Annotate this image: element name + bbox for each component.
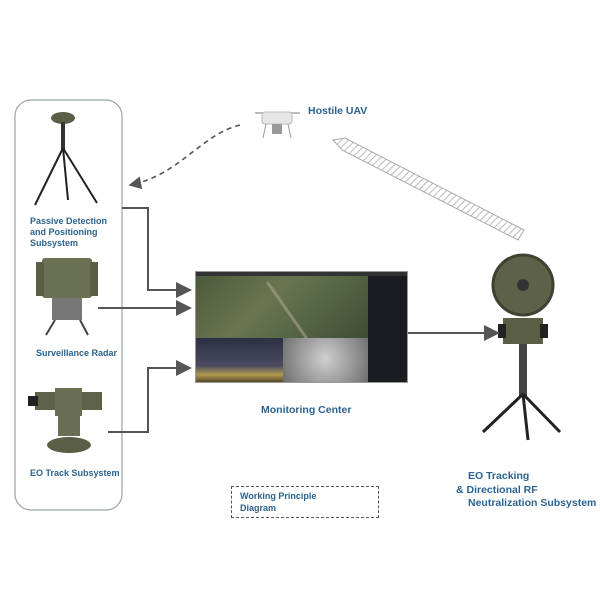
caption-line: Diagram	[240, 503, 277, 513]
eo-tracking-label-line1: EO Tracking	[468, 470, 530, 482]
label-line: Passive Detection	[30, 216, 108, 226]
arrow-eo-to-monitor	[108, 360, 192, 433]
label-line: and Positioning	[30, 227, 98, 237]
rf-jammer-device-image	[481, 253, 562, 441]
passive-detection-device-image	[34, 112, 98, 206]
caption-line: Working Principle	[240, 491, 317, 501]
monitoring-center-label: Monitoring Center	[261, 404, 352, 416]
monitoring-center-screen-image	[195, 271, 408, 383]
eo-tracking-label-line3: Neutralization Subsystem	[468, 497, 597, 509]
label-line: Subsystem	[30, 238, 79, 248]
neutralization-beam-arrow	[332, 137, 525, 241]
surveillance-radar-image	[36, 258, 98, 336]
sensors-group-frame	[14, 99, 123, 511]
surveillance-radar-label: Surveillance Radar	[36, 348, 118, 358]
working-principle-caption: Working Principle Diagram	[231, 486, 379, 518]
eo-tracking-label-line2: & Directional RF	[456, 484, 538, 496]
eo-track-device-image	[28, 388, 102, 453]
hostile-uav-image	[255, 111, 300, 139]
passive-detection-label: Passive Detection and Positioning Subsys…	[30, 216, 107, 249]
hostile-uav-label: Hostile UAV	[308, 105, 368, 117]
dashed-arrow-uav-to-sensors	[128, 124, 241, 190]
arrow-passive-to-monitor	[122, 207, 192, 298]
eo-track-label: EO Track Subsystem	[30, 468, 120, 478]
